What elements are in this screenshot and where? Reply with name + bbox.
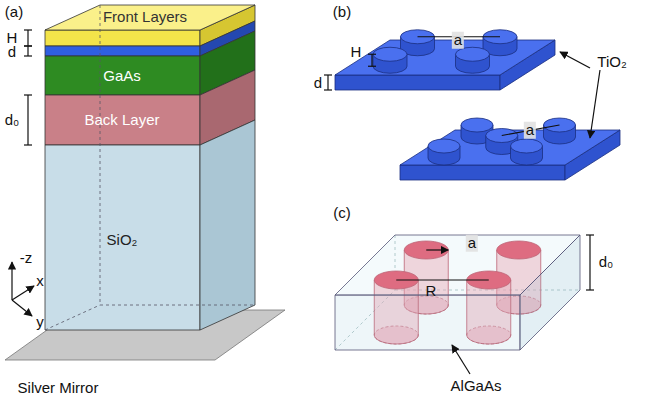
figure-label: (b) bbox=[331, 4, 353, 21]
leader-arrow bbox=[560, 52, 590, 68]
figure-label: Silver Mirror bbox=[16, 380, 101, 397]
radius-arrow bbox=[426, 249, 448, 250]
hidden-edge bbox=[100, 5, 101, 305]
tio2-pillar bbox=[544, 118, 576, 144]
axis-arrow bbox=[12, 286, 34, 300]
leader-arrow bbox=[452, 345, 470, 374]
plate-front bbox=[335, 75, 500, 90]
tio2-pillar bbox=[373, 47, 407, 73]
figure-label: -z bbox=[18, 250, 35, 267]
plate-top bbox=[335, 40, 555, 75]
figure-label: d₀ bbox=[3, 112, 22, 129]
dimension-bar bbox=[327, 75, 328, 90]
cylinder-top bbox=[461, 118, 493, 132]
layer-name: GaAs bbox=[103, 68, 141, 85]
box-top bbox=[335, 235, 580, 295]
figure-label: y bbox=[34, 314, 46, 331]
tio2-pillar bbox=[456, 47, 490, 73]
tio2-layers bbox=[324, 30, 620, 180]
figure-label: TiO₂ bbox=[595, 54, 628, 71]
dimension-bar bbox=[27, 46, 28, 56]
dimension-bar bbox=[589, 235, 590, 290]
cylinder-top bbox=[456, 47, 490, 61]
cylinder-top bbox=[511, 139, 543, 153]
layer-side bbox=[200, 120, 255, 330]
layer-front bbox=[45, 30, 200, 46]
figure-label: (c) bbox=[331, 205, 353, 222]
figure-label: d bbox=[6, 44, 18, 61]
layer-name: Front Layers bbox=[103, 9, 187, 26]
layer-front bbox=[45, 46, 200, 56]
cylinder-top bbox=[373, 47, 407, 61]
layer-front bbox=[45, 145, 200, 330]
layer-stack bbox=[5, 5, 285, 360]
tio2-pillar bbox=[428, 139, 460, 165]
layer-front bbox=[45, 56, 200, 95]
layer-front bbox=[45, 95, 200, 145]
cylinder-top bbox=[428, 139, 460, 153]
dimension-bar bbox=[371, 54, 372, 66]
dimension-bar bbox=[27, 30, 28, 46]
hidden-edge bbox=[45, 305, 100, 330]
layer-name: Back Layer bbox=[84, 112, 159, 129]
figure-label: AlGaAs bbox=[449, 378, 504, 395]
period-line bbox=[396, 279, 489, 280]
layer-label-box: GaAs bbox=[62, 63, 182, 89]
plate-front bbox=[400, 165, 565, 180]
hidden-edge bbox=[100, 305, 255, 306]
figure-label: a bbox=[524, 122, 536, 139]
layer-name: SiO₂ bbox=[107, 232, 138, 249]
figure-label: d bbox=[312, 75, 324, 92]
axis-arrow bbox=[12, 300, 32, 316]
layer-label-box: SiO₂ bbox=[62, 227, 182, 253]
layer-label-box: Back Layer bbox=[57, 107, 187, 133]
layer-label-box: Front Layers bbox=[70, 7, 220, 27]
figure-label: a bbox=[466, 235, 478, 252]
leader-arrow bbox=[590, 70, 600, 138]
figure-label: x bbox=[34, 273, 46, 290]
axis-arrow bbox=[11, 262, 12, 300]
figure-label: H bbox=[349, 44, 364, 61]
dimension-bar bbox=[27, 95, 28, 145]
figure-label: (a) bbox=[3, 4, 25, 21]
box-front bbox=[335, 295, 520, 350]
layer-top bbox=[45, 5, 255, 30]
figure-label: d₀ bbox=[597, 254, 616, 271]
back-layer-detail bbox=[335, 235, 594, 374]
figure-label: a bbox=[452, 32, 464, 49]
figure-label: R bbox=[424, 283, 439, 300]
tio2-pillar bbox=[511, 139, 543, 165]
